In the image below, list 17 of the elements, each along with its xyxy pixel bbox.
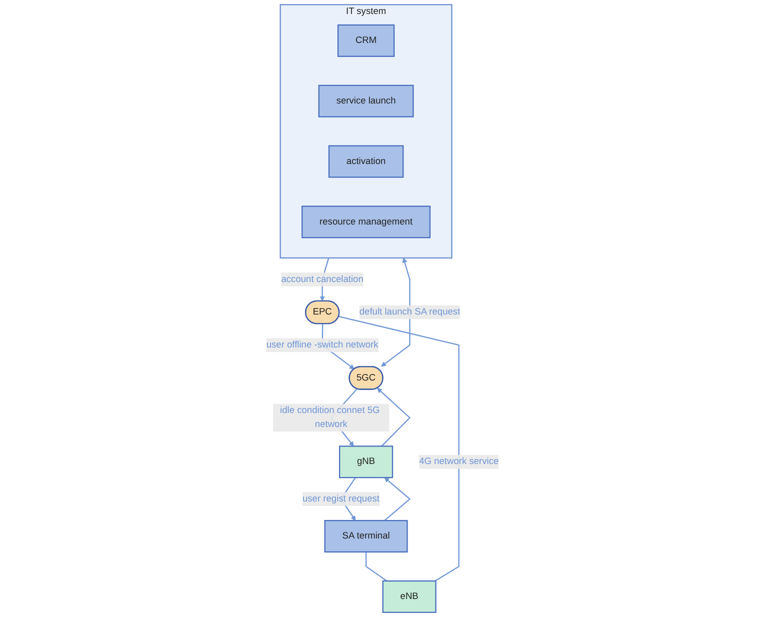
node-box: gNB [339, 446, 394, 478]
node-box: activation [328, 145, 404, 178]
arrow [377, 388, 411, 447]
node-box: resource management [302, 206, 431, 238]
edge-label: account cancelation [281, 274, 364, 284]
connector [365, 552, 388, 582]
edge-label: user regist request [302, 494, 380, 504]
edge-label: user offline -switch network [266, 340, 378, 350]
edge-label: 4G network service [419, 456, 499, 467]
node-box: service launch [318, 84, 414, 118]
arrow [381, 258, 410, 367]
node-box: eNB [382, 580, 436, 613]
edge-label: idle condition connet 5G network [280, 406, 380, 430]
edge-label: defult launch SA request [359, 307, 460, 317]
node-box: SA terminal [324, 520, 408, 552]
arrow [384, 477, 411, 521]
node-box: CRM [337, 24, 395, 57]
